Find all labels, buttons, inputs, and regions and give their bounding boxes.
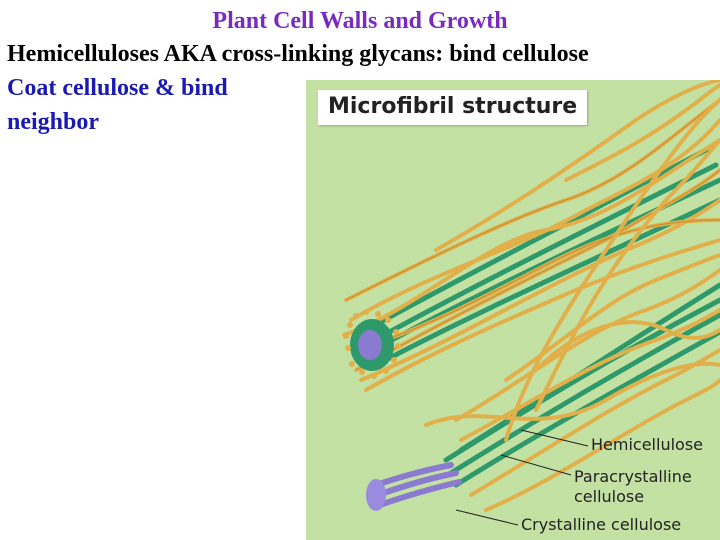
callout-paracrystalline: Paracrystalline cellulose: [574, 467, 692, 507]
microfibril-figure: Microfibril structure Hemicellulose Para…: [306, 80, 720, 540]
body-line-2: Coat cellulose & bind: [7, 75, 228, 101]
callout-hemicellulose: Hemicellulose: [591, 435, 703, 454]
upper-cross-section: [343, 309, 401, 379]
callout-crystalline: Crystalline cellulose: [521, 515, 682, 534]
callout-paracrystalline-line1: Paracrystalline: [574, 467, 692, 486]
body-line-1: Hemicelluloses AKA cross-linking glycans…: [7, 41, 589, 67]
microfibril-illustration: [342, 80, 720, 526]
body-line-3: neighbor: [7, 109, 100, 135]
figure-label: Microfibril structure: [318, 90, 588, 125]
slide-title: Plant Cell Walls and Growth: [212, 8, 508, 34]
callout-paracrystalline-line2: cellulose: [574, 487, 645, 506]
